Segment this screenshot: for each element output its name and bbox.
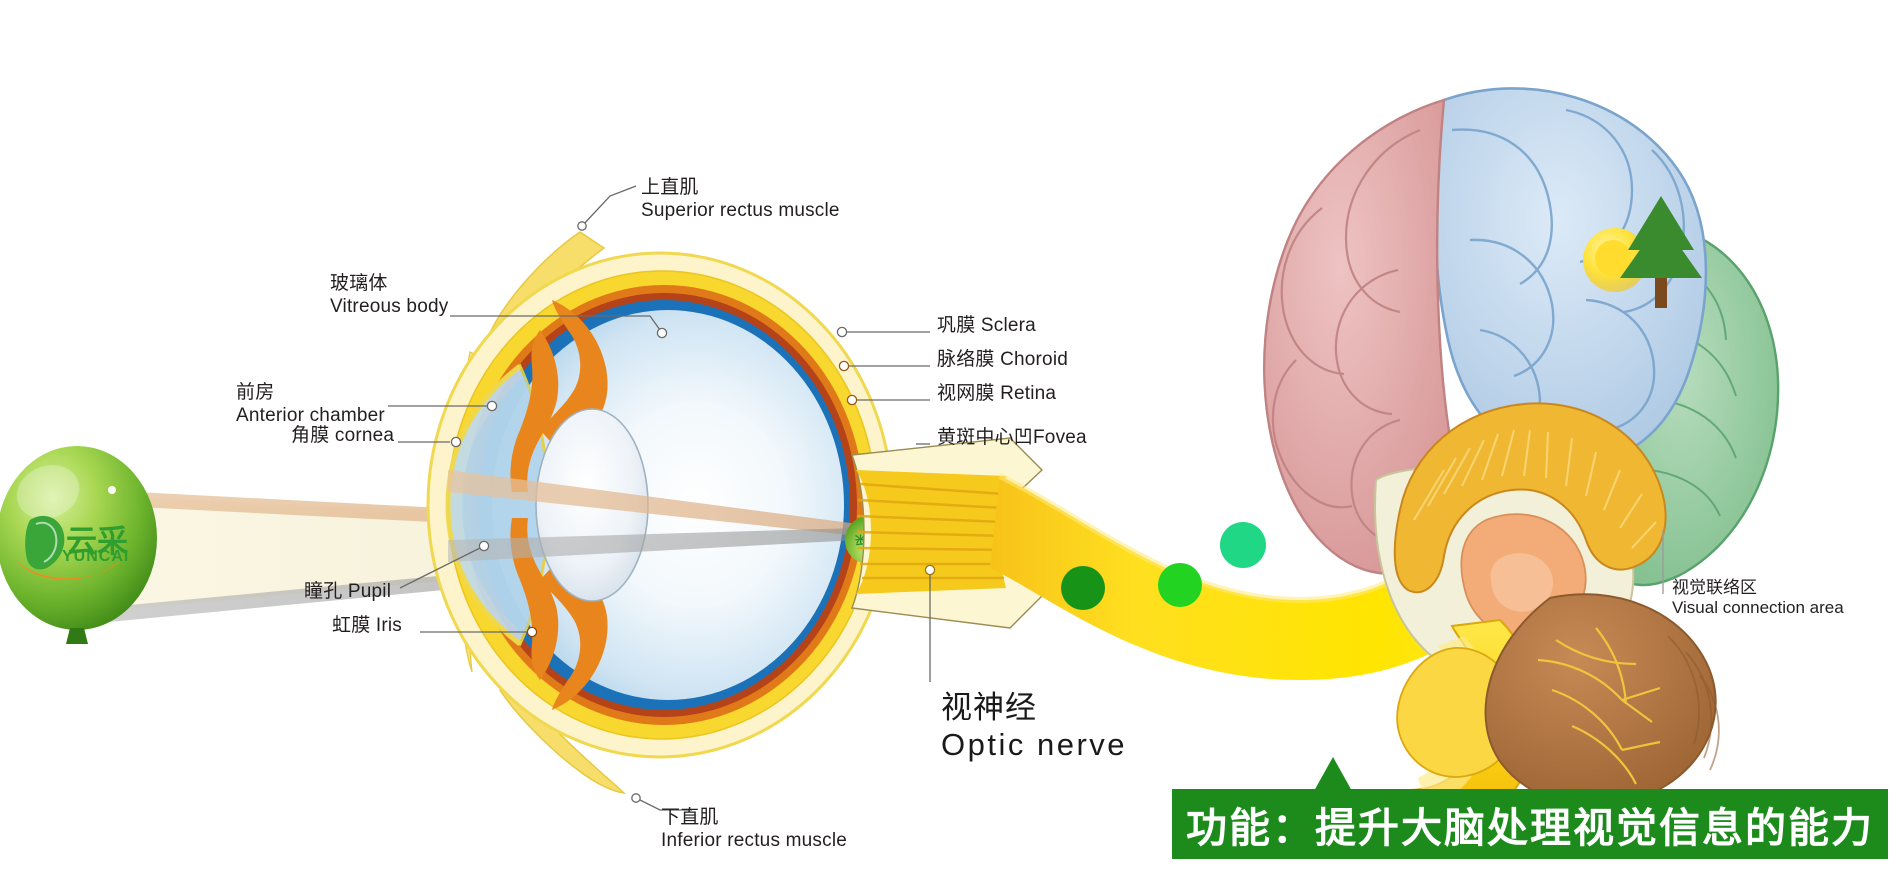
label-en: Superior rectus muscle bbox=[641, 200, 840, 222]
label-choroid: 脉络膜 Choroid bbox=[937, 349, 1069, 370]
label-fovea: 黄斑中心凹Fovea bbox=[937, 427, 1087, 448]
function-banner-text: 功能：提升大脑处理视觉信息的能力 bbox=[1186, 805, 1874, 851]
nerve-dot-1 bbox=[1061, 566, 1105, 610]
label-superior-rectus-muscle: 上直肌 Superior rectus muscle bbox=[641, 176, 840, 222]
label-cn: 前房 bbox=[236, 382, 275, 403]
optic-nerve-title-en: Optic nerve bbox=[941, 727, 1128, 762]
nerve-dot-2 bbox=[1158, 563, 1202, 607]
label-visual-connection-area: 视觉联络区 Visual connection area bbox=[1672, 573, 1844, 618]
banner-pointer bbox=[1314, 757, 1352, 791]
object-balloon bbox=[0, 446, 157, 644]
frontal-lobe bbox=[1263, 98, 1457, 575]
internal-light-rays bbox=[448, 470, 858, 562]
logo-cn: 云采 bbox=[66, 524, 128, 559]
label-iris: 虹膜 Iris bbox=[332, 615, 403, 636]
optic-nerve-title: 视神经 Optic nerve bbox=[941, 682, 1127, 763]
parietal-lobe bbox=[1433, 87, 1708, 465]
logo-en: YUNCAI bbox=[62, 548, 130, 565]
label-inferior-rectus-muscle: 下直肌 Inferior rectus muscle bbox=[661, 806, 847, 852]
nerve-dot-3 bbox=[1220, 522, 1266, 568]
label-en: Visual connection area bbox=[1672, 598, 1844, 617]
eyeball bbox=[426, 231, 894, 794]
label-cn: 下直肌 bbox=[661, 807, 719, 828]
label-cn: 视觉联络区 bbox=[1672, 578, 1757, 597]
label-en: Inferior rectus muscle bbox=[661, 830, 848, 852]
label-cornea: 角膜 cornea bbox=[291, 425, 395, 446]
callosal-radiation bbox=[1393, 402, 1667, 594]
label-en: Vitreous body bbox=[330, 296, 449, 318]
nerve-signal-dots bbox=[1061, 522, 1266, 610]
pine-tree-icon bbox=[1620, 196, 1702, 308]
brain bbox=[1263, 87, 1780, 836]
function-banner: 功能：提升大脑处理视觉信息的能力 bbox=[1172, 789, 1888, 859]
label-retina: 视网膜 Retina bbox=[937, 383, 1057, 404]
label-cn: 上直肌 bbox=[641, 177, 699, 198]
optic-nerve-title-cn: 视神经 bbox=[941, 690, 1037, 725]
label-anterior-chamber: 前房 Anterior chamber bbox=[236, 381, 385, 427]
leader-lines bbox=[388, 185, 1664, 811]
label-en: Anterior chamber bbox=[236, 405, 385, 427]
optic-nerve-stump bbox=[851, 437, 1044, 629]
label-pupil: 瞳孔 Pupil bbox=[304, 581, 392, 602]
cerebellum bbox=[1484, 593, 1717, 807]
label-cn: 玻璃体 bbox=[330, 273, 388, 294]
label-vitreous-body: 玻璃体 Vitreous body bbox=[330, 272, 448, 318]
label-sclera: 巩膜 Sclera bbox=[937, 315, 1036, 336]
